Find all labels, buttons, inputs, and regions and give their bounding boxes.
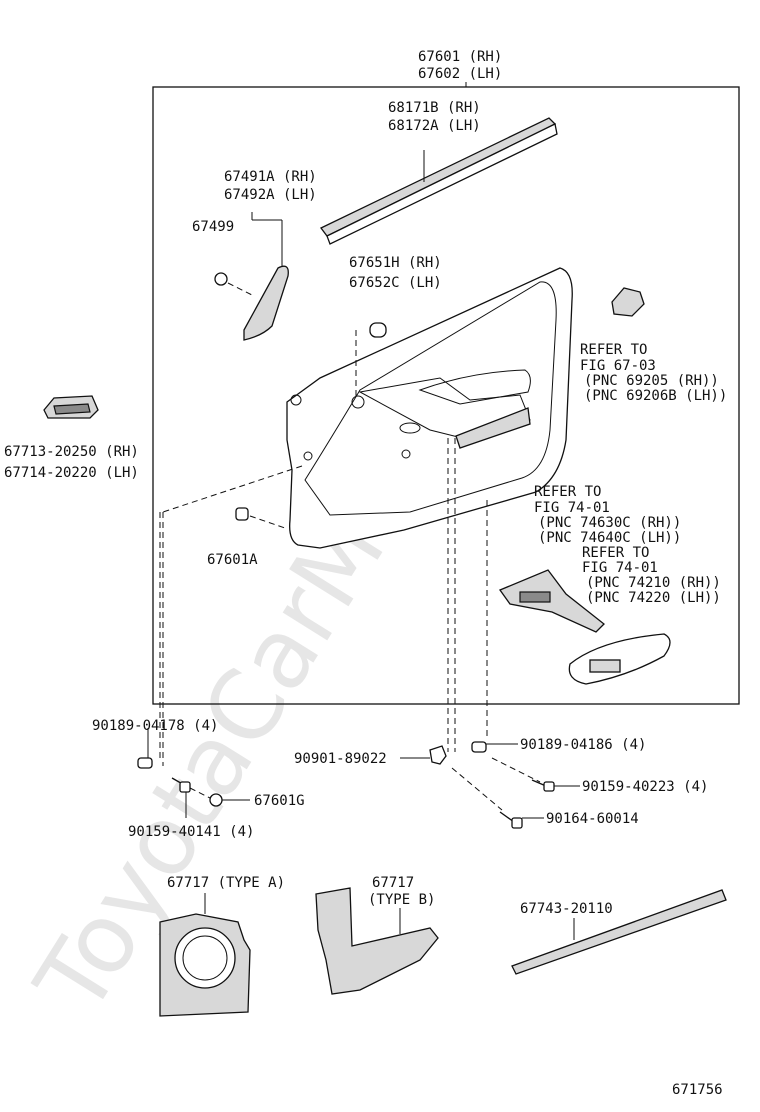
label-67491a-rh: 67491A (RH)	[224, 169, 317, 185]
assembly-frame	[152, 82, 740, 705]
door-trim-panel	[286, 267, 573, 549]
label-67714-lh: 67714-20220 (LH)	[4, 465, 139, 481]
clip-67601a-part	[235, 507, 286, 529]
armrest-clip-part	[355, 322, 387, 398]
weatherstrip-part	[320, 117, 558, 245]
label-90159-40223: 90159-40223 (4)	[582, 779, 708, 795]
corner-cover-part	[214, 212, 289, 341]
label-refer-2-c: (PNC 74630C (RH))	[538, 515, 681, 531]
label-90189-04186: 90189-04186 (4)	[520, 737, 646, 753]
label-67717-type-a: 67717 (TYPE A)	[167, 875, 285, 891]
label-refer-1-a: REFER TO	[580, 342, 647, 358]
label-refer-3-b: FIG 74-01	[582, 560, 658, 576]
label-67651h-rh: 67651H (RH)	[349, 255, 442, 271]
label-refer-2-b: FIG 74-01	[534, 500, 610, 516]
label-67601a: 67601A	[207, 552, 258, 568]
label-refer-3-d: (PNC 74220 (LH))	[586, 590, 721, 606]
label-67499: 67499	[192, 219, 234, 235]
label-refer-1-d: (PNC 69206B (LH))	[584, 388, 727, 404]
sheet-type-b-part	[315, 887, 439, 995]
label-refer-2-a: REFER TO	[534, 484, 601, 500]
switch-base-part	[611, 287, 645, 317]
assembly-leaders	[159, 438, 488, 766]
door-pocket-part	[43, 395, 99, 419]
label-67743-20110: 67743-20110	[520, 901, 613, 917]
label-90189-04178: 90189-04178 (4)	[92, 718, 218, 734]
label-type-b: (TYPE B)	[368, 892, 435, 908]
label-67713-rh: 67713-20250 (RH)	[4, 444, 139, 460]
figure-number: 671756	[672, 1082, 723, 1098]
label-67492a-lh: 67492A (LH)	[224, 187, 317, 203]
label-90901-89022: 90901-89022	[294, 751, 387, 767]
window-switch-panel-part	[568, 633, 671, 685]
label-67602-lh: 67602 (LH)	[418, 66, 502, 82]
label-67601g: 67601G	[254, 793, 305, 809]
labels: 67601 (RH) 67602 (LH) 68171B (RH) 68172A…	[4, 49, 727, 1098]
inside-handle-bezel-part	[498, 569, 605, 633]
label-refer-1-b: FIG 67-03	[580, 358, 656, 374]
label-67652c-lh: 67652C (LH)	[349, 275, 442, 291]
label-68171b-rh: 68171B (RH)	[388, 100, 481, 116]
label-67717-b: 67717	[372, 875, 414, 891]
label-90159-40141: 90159-40141 (4)	[128, 824, 254, 840]
label-refer-3-c: (PNC 74210 (RH))	[586, 575, 721, 591]
label-68172a-lh: 68172A (LH)	[388, 118, 481, 134]
label-90164-60014: 90164-60014	[546, 811, 639, 827]
strip-part	[511, 889, 727, 975]
label-refer-2-d: (PNC 74640C (LH))	[538, 530, 681, 546]
fasteners	[137, 728, 580, 829]
label-refer-3-a: REFER TO	[582, 545, 649, 561]
label-67601-rh: 67601 (RH)	[418, 49, 502, 65]
sheet-type-a-part	[159, 893, 251, 1017]
label-refer-1-c: (PNC 69205 (RH))	[584, 373, 719, 389]
